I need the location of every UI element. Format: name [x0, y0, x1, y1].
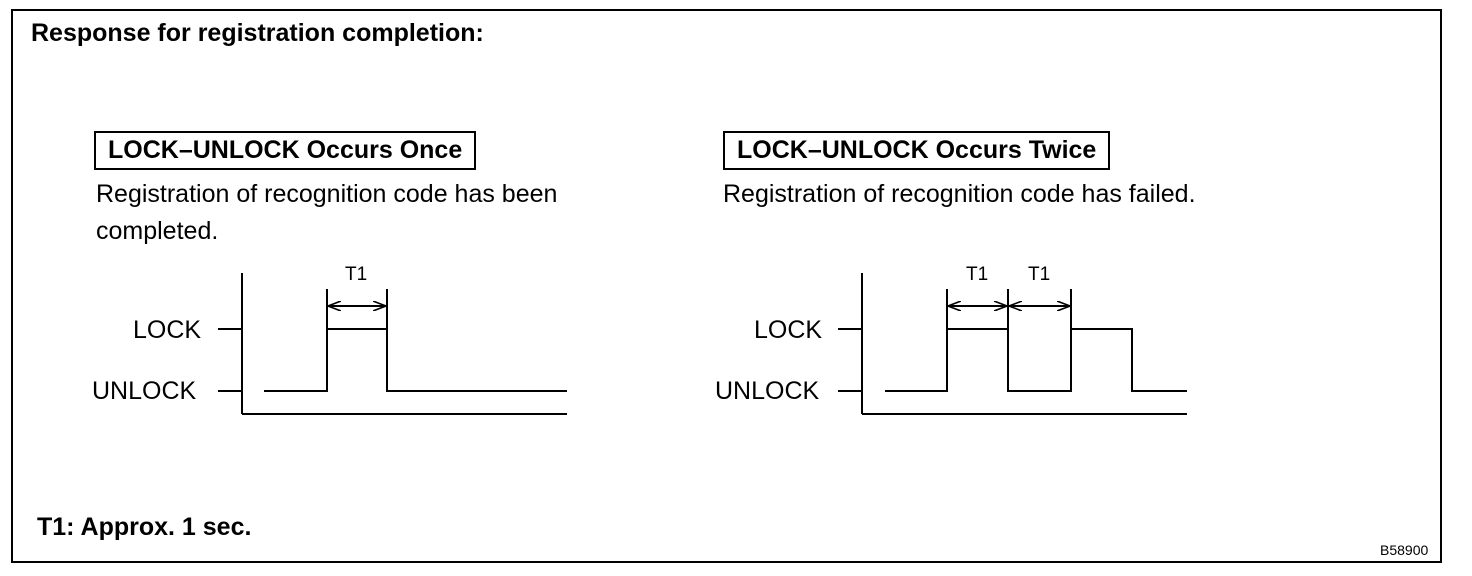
t1-footnote: T1: Approx. 1 sec.: [37, 513, 252, 541]
panel-once-description: Registration of recognition code has bee…: [96, 180, 558, 245]
panel-once-unlock-label: UNLOCK: [92, 377, 197, 405]
panel-twice-unlock-label: UNLOCK: [715, 377, 820, 405]
panel-twice-description: Registration of recognition code has fai…: [723, 180, 1196, 208]
panel-twice-t1-label-first: T1: [966, 264, 989, 285]
figure-frame: [11, 9, 1442, 563]
panel-twice-heading: LOCK–UNLOCK Occurs Twice: [723, 131, 1111, 170]
figure-code: B58900: [1380, 542, 1429, 558]
panel-once-t1-label: T1: [345, 264, 368, 285]
panel-twice-lock-label: LOCK: [754, 316, 823, 344]
figure-title: Response for registration completion:: [31, 19, 484, 47]
panel-twice-t1-label-second: T1: [1028, 264, 1051, 285]
panel-once-lock-label: LOCK: [133, 316, 202, 344]
panel-once-signal-trace: [264, 328, 567, 392]
panel-twice-signal-trace: [885, 328, 1187, 392]
panel-once-heading: LOCK–UNLOCK Occurs Once: [94, 131, 477, 170]
